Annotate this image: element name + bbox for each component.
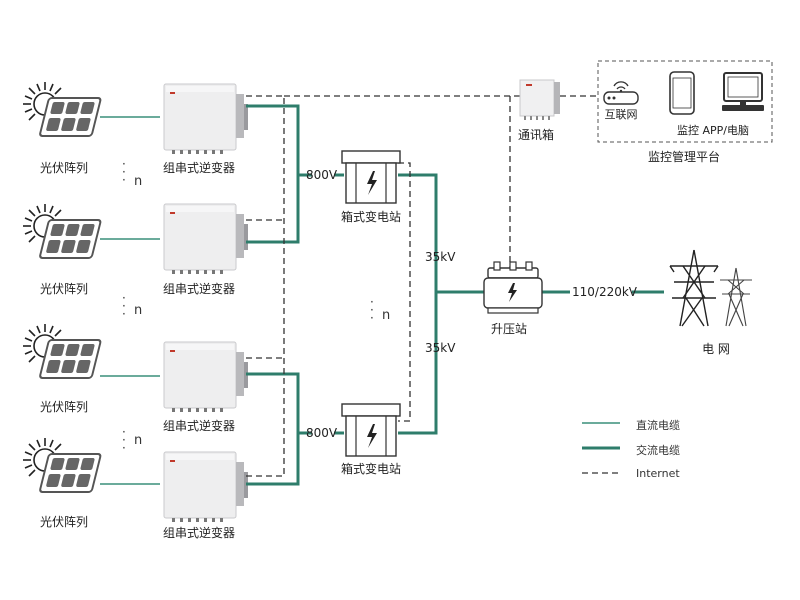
inverter-label: 组串式逆变器 (163, 282, 236, 296)
legend-internet-label: Internet (636, 467, 680, 480)
comm-box-label: 通讯箱 (517, 128, 555, 142)
voltage-110-220kv-label: 110/220kV (572, 285, 638, 299)
pv-panel-icon (22, 203, 102, 259)
step-up-station-label: 升压站 (490, 322, 528, 336)
monitor-app-label: 监控 APP/电脑 (677, 124, 749, 137)
inverter-icon (163, 83, 249, 155)
legend-ac-label: 交流电缆 (636, 444, 680, 457)
legend-dc-label: 直流电缆 (636, 419, 680, 432)
ellipsis-vertical: ··· (370, 295, 374, 325)
inverter-icon (163, 451, 249, 523)
legend (582, 422, 620, 474)
comm-box-icon (519, 79, 560, 120)
inverter-label: 组串式逆变器 (163, 526, 236, 540)
voltage-800v-label: 800V (306, 426, 338, 440)
ellipsis-vertical: ··· (122, 157, 126, 187)
count-n: n (134, 303, 143, 318)
ellipsis-vertical: ··· (122, 425, 126, 455)
box-substation-label: 箱式变电站 (340, 462, 402, 476)
router-icon (603, 81, 639, 105)
pv-panel-icon (22, 81, 102, 137)
count-n: n (134, 433, 143, 448)
pv-panel-icon (22, 437, 102, 493)
inverter-label: 组串式逆变器 (163, 419, 236, 433)
phone-icon (669, 71, 695, 115)
internet-label: 互联网 (604, 108, 638, 121)
pv-array-label: 光伏阵列 (40, 161, 89, 175)
inverter-label: 组串式逆变器 (163, 161, 236, 175)
computer-icon (722, 72, 764, 111)
pv-array-label: 光伏阵列 (40, 282, 89, 296)
pv-array-label: 光伏阵列 (40, 400, 89, 414)
box-substation-label: 箱式变电站 (340, 210, 402, 224)
transmission-tower-icon (669, 249, 719, 327)
inverter-icon (163, 203, 249, 275)
inverter-icon (163, 341, 249, 413)
box-substation-icon (341, 403, 401, 457)
count-n: n (382, 308, 391, 323)
monitor-platform-label: 监控管理平台 (647, 150, 721, 164)
pv-array-label: 光伏阵列 (40, 515, 89, 529)
ellipsis-vertical: ··· (122, 291, 126, 321)
monitor-platform-frame (597, 60, 773, 143)
internet-cables (246, 95, 600, 477)
count-n: n (134, 174, 143, 189)
dc-cables (100, 116, 160, 485)
voltage-800v-label: 800V (306, 168, 338, 182)
box-substation-icon (341, 150, 401, 204)
grid-label: 电 网 (702, 342, 730, 356)
step-up-station-icon (483, 261, 543, 314)
transmission-tower-icon (720, 267, 752, 327)
ac-cables (246, 104, 664, 486)
voltage-35kv-label: 35kV (425, 250, 456, 264)
pv-panel-icon (22, 323, 102, 379)
voltage-35kv-label: 35kV (425, 341, 456, 355)
